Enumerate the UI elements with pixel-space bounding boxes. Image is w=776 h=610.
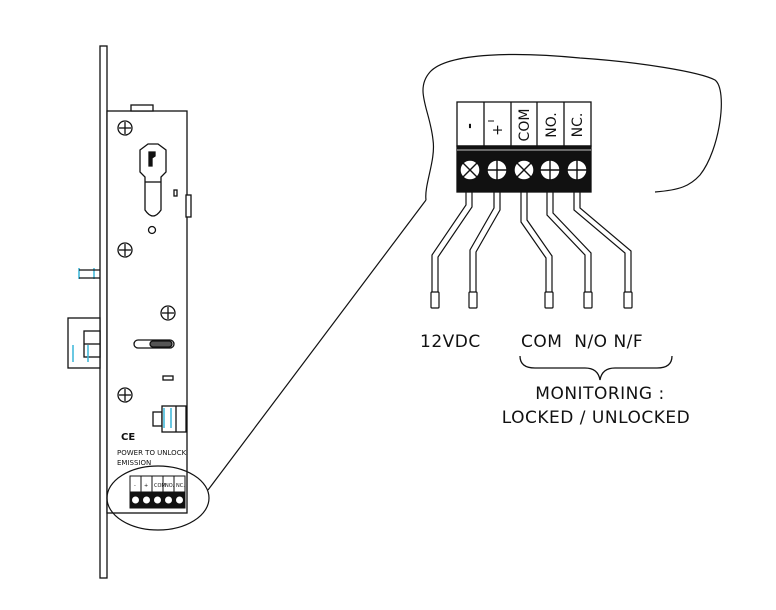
monitoring-brace xyxy=(519,355,673,381)
lock-case xyxy=(106,110,188,514)
zoom-leader-line xyxy=(207,199,427,491)
svg-text:NC.: NC. xyxy=(176,483,185,489)
screw-terminal-icon xyxy=(513,159,535,181)
power-label: 12VDC xyxy=(420,332,481,352)
faceplate xyxy=(99,45,108,579)
svg-text:+: + xyxy=(144,483,148,489)
terminal-screws xyxy=(459,159,588,181)
terminal-labels: - + COM NO. NC. xyxy=(462,109,586,142)
screw-icon xyxy=(117,387,133,403)
accent-marks xyxy=(72,268,172,428)
screw-terminal-icon xyxy=(459,159,481,181)
monitoring-label-line2: LOCKED / UNLOCKED xyxy=(502,408,690,428)
slot-icon xyxy=(133,339,175,349)
screw-icon xyxy=(117,242,133,258)
screw-terminal-icon xyxy=(486,159,508,181)
lock-body xyxy=(67,45,192,579)
screw-terminal-icon xyxy=(539,159,561,181)
zoom-ellipse xyxy=(106,465,210,531)
small-terminal-block xyxy=(129,475,186,509)
wire-ends xyxy=(430,291,633,309)
terminal-nc-label: NC. xyxy=(570,113,586,138)
mode-label-line2: EMISSION xyxy=(117,459,151,467)
zoom-outline xyxy=(422,53,722,201)
ce-mark: CE xyxy=(121,432,135,443)
svg-text:COM: COM xyxy=(154,483,166,489)
terminal-plus-label: + xyxy=(490,124,506,136)
contacts-label: COM N/O N/F xyxy=(521,332,643,352)
small-terminal-labels: - + COM NO. NC. xyxy=(134,483,185,489)
screw-icon xyxy=(160,305,176,321)
screw-icon xyxy=(117,120,133,136)
screw-terminal-icon xyxy=(566,159,588,181)
aux-switch xyxy=(152,405,187,433)
svg-text:NO.: NO. xyxy=(165,483,174,489)
terminal-com-label: COM xyxy=(517,109,533,142)
wires xyxy=(431,192,632,308)
monitoring-label-line1: MONITORING : xyxy=(535,384,664,404)
terminal-no-label: NO. xyxy=(544,112,560,137)
cylinder-icon xyxy=(139,143,178,235)
svg-text:-: - xyxy=(134,483,136,489)
mode-label-line1: POWER TO UNLOCK xyxy=(117,449,187,457)
terminal-minus-label: - xyxy=(462,123,478,129)
